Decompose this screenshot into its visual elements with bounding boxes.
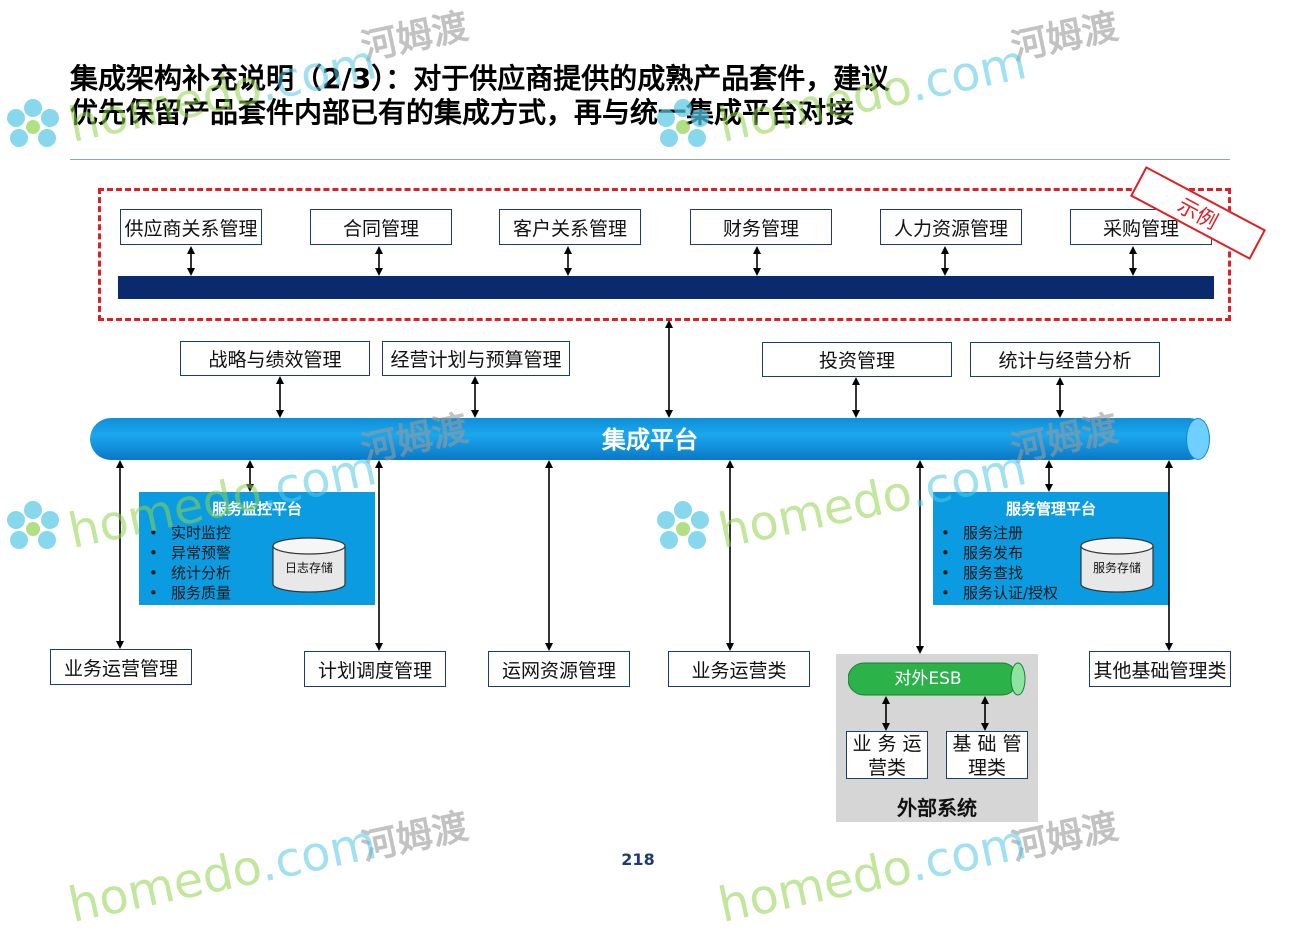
- service-item: 服务注册: [941, 523, 1058, 543]
- service-storage-cylinder: 服务存储: [1080, 537, 1154, 593]
- title-divider: [70, 159, 1230, 160]
- module-business-operations: 业务运营管理: [50, 649, 192, 685]
- service-item: 服务查找: [941, 563, 1058, 583]
- external-esb-label: 对外ESB: [894, 669, 962, 689]
- monitor-item: 实时监控: [149, 523, 231, 543]
- module-customer-relationship: 客户关系管理: [499, 209, 641, 245]
- database-icon: [1080, 537, 1154, 593]
- module-investment: 投资管理: [762, 342, 952, 377]
- title-line-1: 集成架构补充说明（2/3）：对于供应商提供的成熟产品套件，建议: [70, 62, 890, 95]
- external-business-ops: 业 务 运 营类: [846, 731, 928, 779]
- service-item: 服务发布: [941, 543, 1058, 563]
- module-supplier-relationship: 供应商关系管理: [120, 209, 262, 245]
- service-storage-label: 服务存储: [1092, 561, 1141, 575]
- module-statistics-analysis: 统计与经营分析: [970, 342, 1160, 377]
- integration-platform-label: 集成平台: [602, 426, 698, 454]
- external-systems-label: 外部系统: [897, 796, 977, 820]
- integration-platform-cap: [1186, 418, 1210, 460]
- module-finance: 财务管理: [690, 209, 832, 245]
- database-icon: [272, 537, 346, 593]
- connector-layer: [116, 246, 1173, 731]
- module-procurement: 采购管理: [1070, 209, 1212, 245]
- monitor-item: 异常预警: [149, 543, 231, 563]
- module-other-infrastructure: 其他基础管理类: [1089, 651, 1231, 687]
- module-business-operation-class: 业务运营类: [668, 651, 810, 687]
- module-network-resources: 运网资源管理: [488, 651, 630, 687]
- log-storage-cylinder: 日志存储: [272, 537, 346, 593]
- title-line-2: 优先保留产品套件内部已有的集成方式，再与统一集成平台对接: [70, 96, 855, 129]
- service-management-title: 服务管理平台: [1005, 500, 1096, 518]
- external-esb-pipe: [848, 662, 1026, 696]
- product-suite-group: [98, 188, 1231, 321]
- page-title: 集成架构补充说明（2/3）：对于供应商提供的成熟产品套件，建议 优先保留产品套件…: [70, 62, 1070, 130]
- service-monitor-panel: 服务监控平台 实时监控 异常预警 统计分析 服务质量 日志存储: [139, 492, 375, 605]
- external-infrastructure: 基 础 管 理类: [946, 731, 1028, 779]
- monitor-item: 统计分析: [149, 563, 231, 583]
- module-scheduling: 计划调度管理: [304, 651, 446, 687]
- monitor-item: 服务质量: [149, 583, 231, 603]
- service-item: 服务认证/授权: [941, 583, 1058, 603]
- module-human-resources: 人力资源管理: [880, 209, 1022, 245]
- integration-platform-bus: [90, 418, 1210, 460]
- log-storage-label: 日志存储: [284, 561, 333, 575]
- page-number: 218: [621, 850, 655, 869]
- suite-internal-bus: [118, 276, 1214, 299]
- module-business-planning-budget: 经营计划与预算管理: [382, 341, 570, 376]
- service-monitor-title: 服务监控平台: [211, 500, 302, 518]
- service-management-panel: 服务管理平台 服务注册 服务发布 服务查找 服务认证/授权 服务存储: [933, 492, 1169, 605]
- module-contract: 合同管理: [310, 209, 452, 245]
- module-strategy-performance: 战略与绩效管理: [180, 341, 370, 376]
